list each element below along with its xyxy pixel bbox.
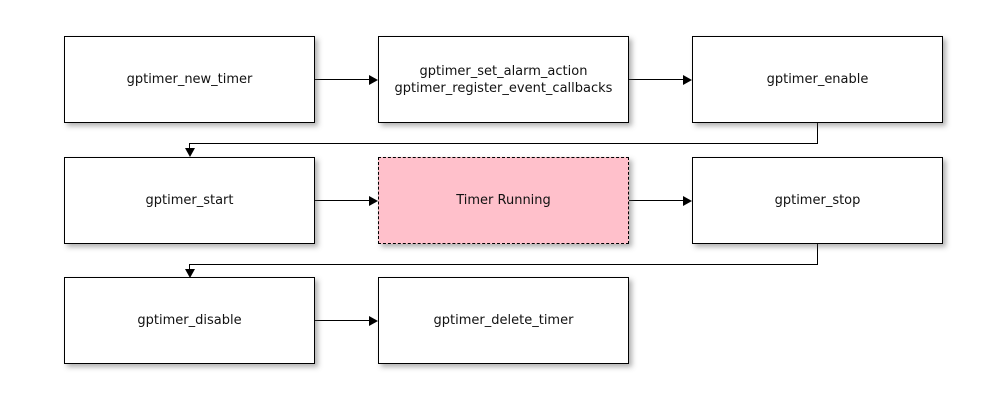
arrowhead-icon bbox=[683, 196, 692, 206]
node-gptimer-new-timer[interactable]: gptimer_new_timer bbox=[64, 36, 315, 123]
node-gptimer-delete-timer[interactable]: gptimer_delete_timer bbox=[378, 277, 629, 364]
node-label: Timer Running bbox=[456, 193, 551, 208]
node-label: gptimer_disable bbox=[137, 313, 242, 328]
edge-disable-to-delete-timer bbox=[315, 320, 370, 321]
node-gptimer-disable[interactable]: gptimer_disable bbox=[64, 277, 315, 364]
arrowhead-icon bbox=[683, 75, 692, 85]
edge-start-to-timer-running bbox=[315, 200, 370, 201]
arrowhead-icon bbox=[185, 269, 195, 278]
edge-stop-to-disable-segment-across bbox=[189, 264, 818, 265]
node-label: gptimer_start bbox=[145, 193, 234, 208]
node-label: gptimer_delete_timer bbox=[433, 313, 574, 328]
edge-stop-to-disable-segment-down bbox=[817, 244, 818, 265]
node-gptimer-enable[interactable]: gptimer_enable bbox=[692, 36, 943, 123]
edge-timer-running-to-stop bbox=[629, 200, 684, 201]
arrowhead-icon bbox=[185, 148, 195, 157]
node-gptimer-start[interactable]: gptimer_start bbox=[64, 157, 315, 244]
node-label: gptimer_new_timer bbox=[126, 72, 253, 87]
node-gptimer-set-alarm-action[interactable]: gptimer_set_alarm_action gptimer_registe… bbox=[378, 36, 629, 123]
arrowhead-icon bbox=[369, 316, 378, 326]
arrowhead-icon bbox=[369, 196, 378, 206]
node-label: gptimer_set_alarm_action gptimer_registe… bbox=[394, 63, 613, 96]
edge-enable-to-start-segment-down bbox=[817, 123, 818, 144]
node-label: gptimer_stop bbox=[774, 193, 861, 208]
edge-enable-to-start-segment-across bbox=[189, 143, 818, 144]
arrowhead-icon bbox=[369, 75, 378, 85]
edge-new-timer-to-set-alarm bbox=[315, 79, 370, 80]
edge-set-alarm-to-enable bbox=[629, 79, 684, 80]
node-label: gptimer_enable bbox=[766, 72, 869, 87]
node-gptimer-stop[interactable]: gptimer_stop bbox=[692, 157, 943, 244]
node-timer-running[interactable]: Timer Running bbox=[378, 157, 629, 244]
